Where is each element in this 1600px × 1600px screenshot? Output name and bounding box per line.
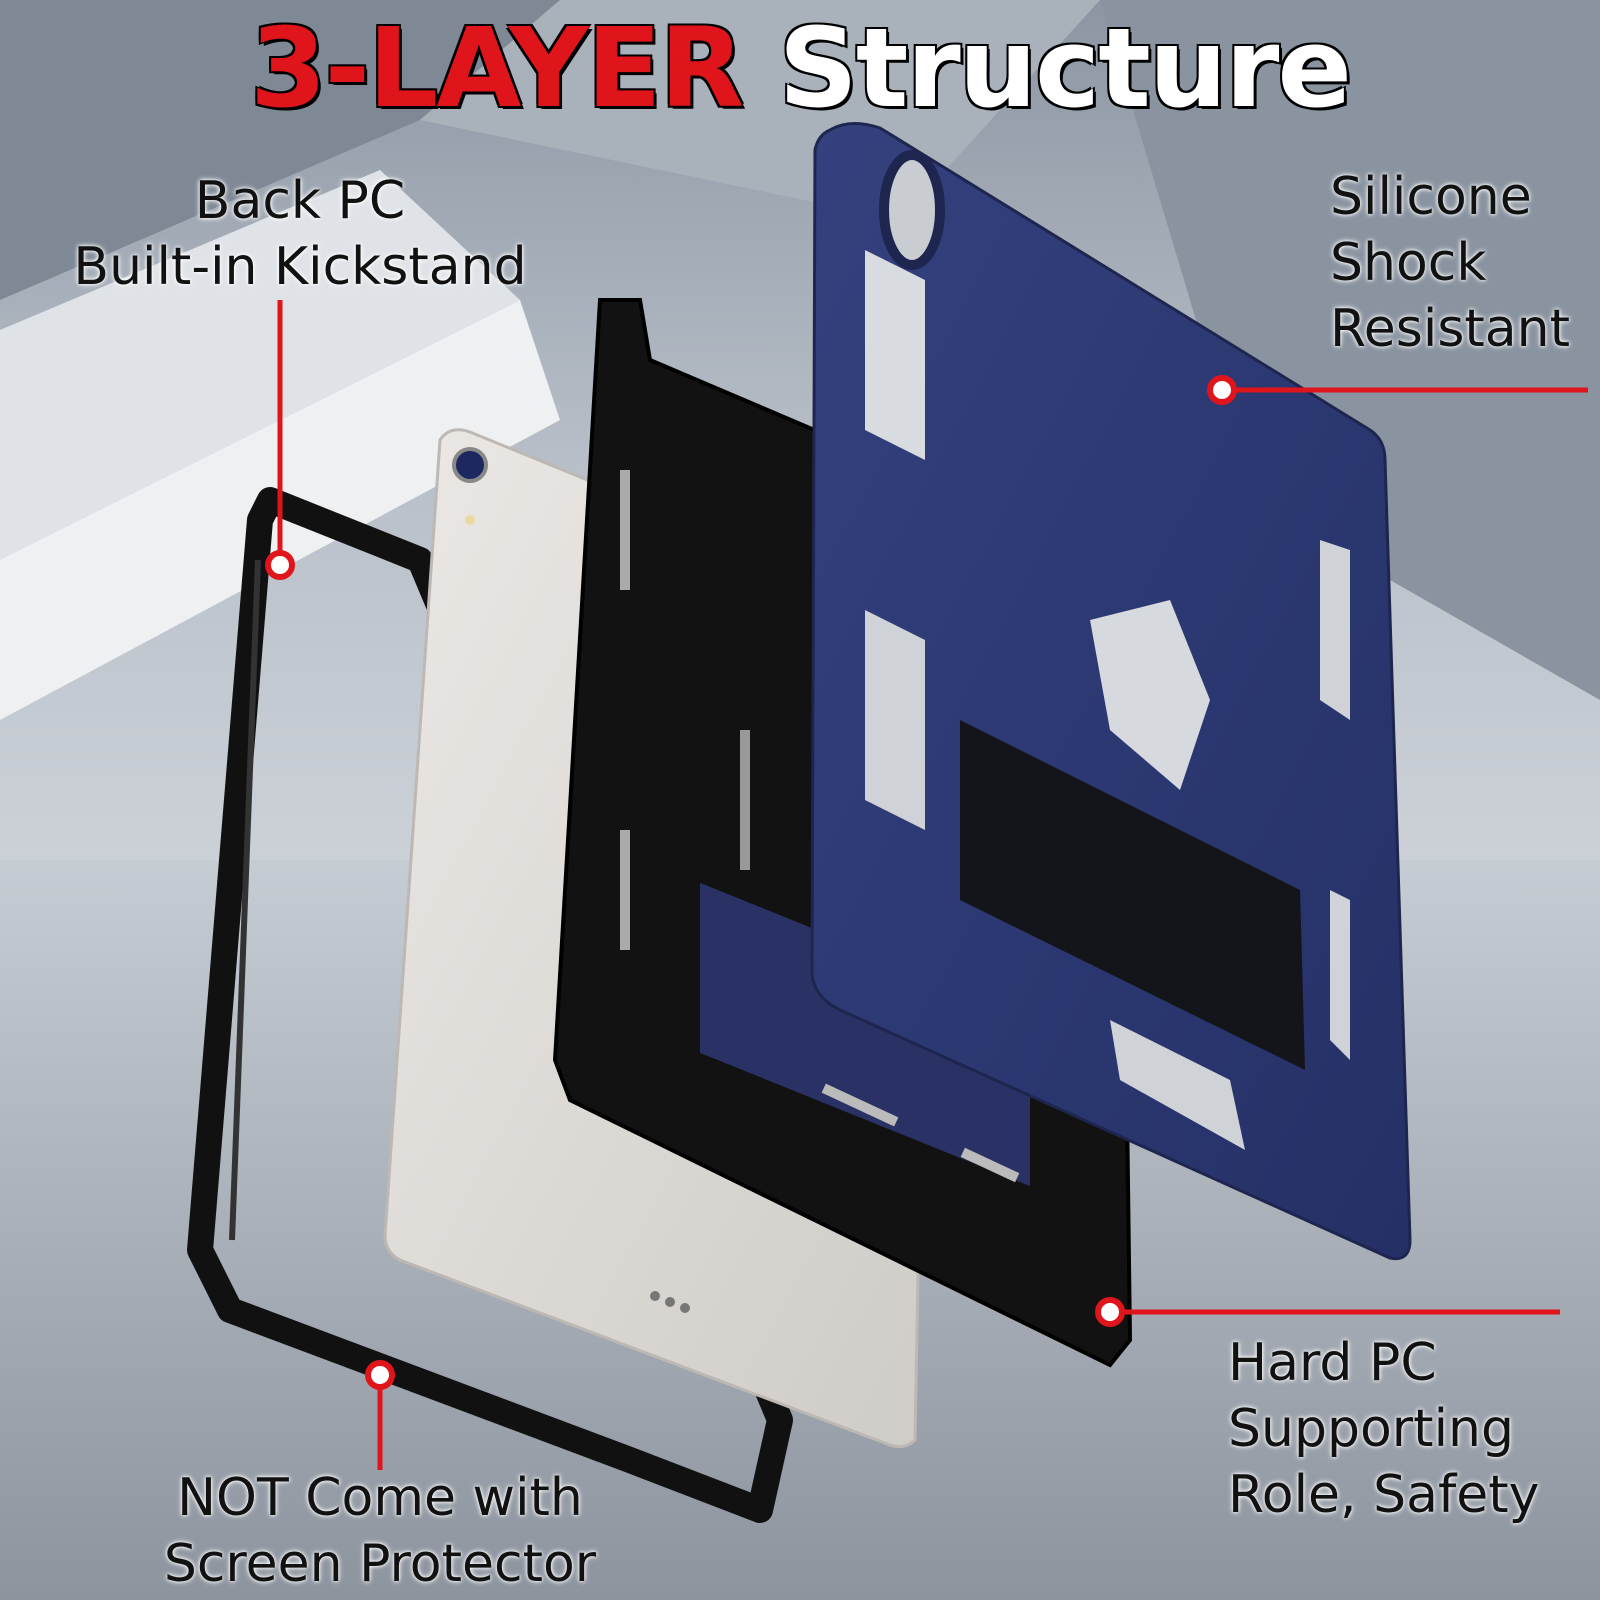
silicone-layer [810,122,1412,1261]
callout-dot-back-pc [265,550,295,580]
callouts [265,300,1588,1470]
page-title: 3-LAYER Structure [0,8,1600,128]
label-back-pc: Back PC Built-in Kickstand [73,171,527,297]
callout-dot-hard-pc [1095,1297,1125,1327]
label-silicone: Silicone Shock Resistant [1330,167,1571,359]
title-part-structure: Structure [778,4,1352,132]
title-part-3-layer: 3-LAYER [249,4,744,132]
callout-dot-protector [365,1360,395,1390]
label-not-screen-protector: NOT Come with Screen Protector [163,1468,597,1594]
label-hard-pc: Hard PC Supporting Role, Safety [1228,1333,1540,1525]
callout-dot-silicone [1207,375,1237,405]
